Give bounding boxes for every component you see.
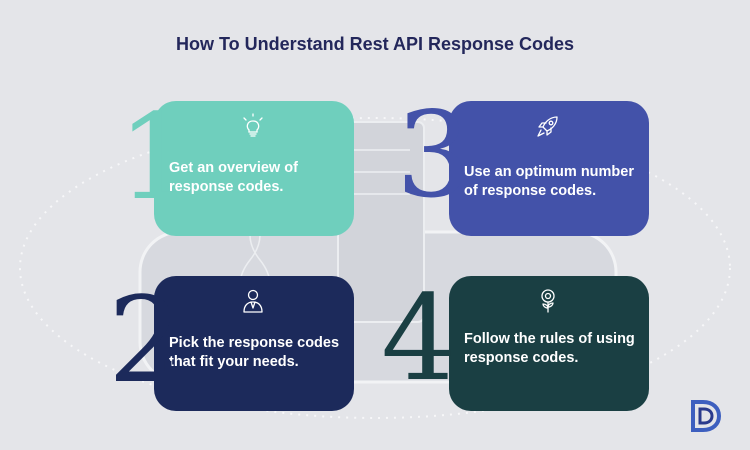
step-number-1: 1 xyxy=(118,88,194,226)
step-card-4: Follow the rules of using response codes… xyxy=(449,276,649,411)
flower-icon xyxy=(541,289,555,313)
person-icon xyxy=(243,289,263,313)
step-text-2: Pick the response codes that fit your ne… xyxy=(169,335,340,370)
lightbulb-icon xyxy=(243,113,263,137)
step-card-1: Get an overview of response codes. xyxy=(154,101,354,236)
step-text-1: Get an overview of response codes. xyxy=(169,160,298,195)
step-number-2: 2 xyxy=(108,271,184,409)
dd-logo-icon xyxy=(691,400,722,432)
step-card-2: Pick the response codes that fit your ne… xyxy=(154,276,354,411)
step-text-4: Follow the rules of using response codes… xyxy=(464,331,635,366)
step-text-3: Use an optimum number of response codes. xyxy=(464,164,634,199)
step-number-3: 3 xyxy=(396,86,472,224)
step-number-4: 4 xyxy=(381,269,457,407)
rocket-icon xyxy=(537,116,558,137)
page-title: How To Understand Rest API Response Code… xyxy=(175,34,575,54)
step-card-3: Use an optimum number of response codes. xyxy=(449,101,649,236)
